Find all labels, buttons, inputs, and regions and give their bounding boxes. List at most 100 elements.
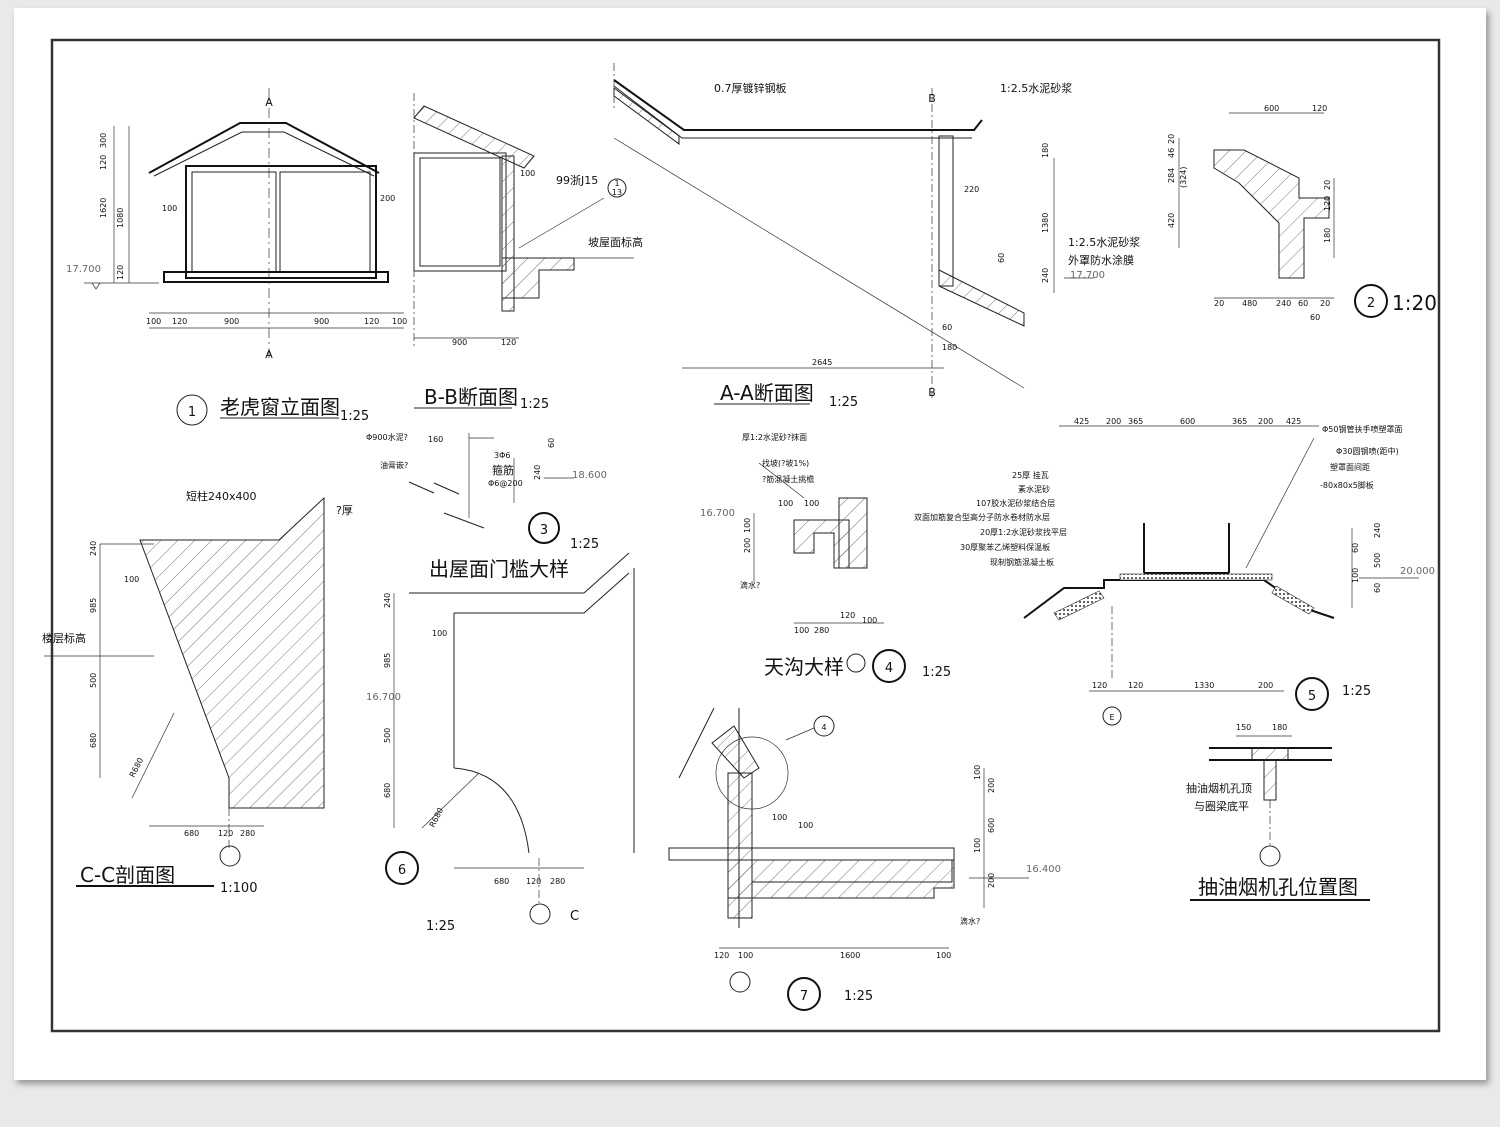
note-d5-r4: -80x80x5脚板 xyxy=(1320,480,1374,490)
dim-d2-15: 60 xyxy=(1310,313,1320,322)
detail-2 xyxy=(1178,112,1335,299)
dim-d4-3: 100 xyxy=(743,518,752,533)
note-d5-l6: 30厚聚苯乙烯塑料保温板 xyxy=(960,542,1050,552)
dim-d6-4: 680 xyxy=(383,783,392,798)
note-short-col: 短柱240x400 xyxy=(186,489,257,503)
dim-bb-2: 120 xyxy=(501,338,516,347)
detail-1-title: 老虎窗立面图 xyxy=(220,395,340,419)
dim-d5-top-6: 425 xyxy=(1286,417,1301,426)
ref-13-marker xyxy=(607,178,627,198)
dim-d4-5: 280 xyxy=(814,626,829,635)
dim-aa-4: 180 xyxy=(1041,143,1050,158)
dim-d1-h0: 100 xyxy=(146,317,161,326)
dim-aa-5: 1380 xyxy=(1041,213,1050,233)
note-d4-2: 找坡(?坡1%) xyxy=(762,458,809,468)
elevation-5: 20.000 xyxy=(1400,566,1435,577)
detail-6-scale: 1:25 xyxy=(426,919,455,934)
dim-d4-0: 100 xyxy=(778,499,793,508)
detail-2-scale: 1:20 xyxy=(1392,291,1437,315)
section-a-top: A xyxy=(265,96,273,109)
ref-13-top: 1 xyxy=(614,179,619,188)
detail-6-number: 6 xyxy=(398,863,406,878)
detail-3-scale: 1:25 xyxy=(570,537,599,552)
note-drip: 滴水? xyxy=(740,580,760,590)
dim-d2-10: 20 xyxy=(1214,299,1224,308)
detail-5-marker xyxy=(1295,677,1329,711)
dim-d5-side-1: 240 xyxy=(1373,523,1382,538)
elevation-6: 16.700 xyxy=(366,692,401,703)
axis-bubble-cc xyxy=(219,845,241,867)
dim-hood-1: 180 xyxy=(1272,723,1287,732)
detail-3-marker xyxy=(528,512,560,544)
detail-6-marker xyxy=(385,851,419,885)
dim-aa-2: 180 xyxy=(942,343,957,352)
dim-d2-13: 60 xyxy=(1298,299,1308,308)
dim-d6-1: 100 xyxy=(432,629,447,638)
dim-d1-h2: 900 xyxy=(224,317,239,326)
note-d3-3: 3Φ6 xyxy=(494,451,510,460)
note-d3-4: 箍筋 xyxy=(492,463,514,477)
detail-4-title: 天沟大样 xyxy=(764,655,844,679)
dim-d5-top-5: 200 xyxy=(1258,417,1273,426)
ref-4-marker xyxy=(813,715,835,737)
elevation-3: 18.600 xyxy=(572,470,607,481)
dim-cc-2: 985 xyxy=(89,598,98,613)
note-d5-l7: 现制钢筋混凝土板 xyxy=(990,557,1054,567)
dim-d7-1: 100 xyxy=(772,813,787,822)
dim-aa-0: 2645 xyxy=(812,358,832,367)
axis-e-label: E xyxy=(1109,713,1114,722)
dim-d7-0: 100 xyxy=(973,765,982,780)
detail-3-title: 出屋面门槛大样 xyxy=(429,557,569,581)
dim-d6-2: 985 xyxy=(383,653,392,668)
dim-d6-8: 280 xyxy=(550,877,565,886)
section-cc xyxy=(44,496,325,848)
note-zinc: 0.7厚镀锌钢板 xyxy=(714,81,787,95)
dim-d7-3: 200 xyxy=(987,778,996,793)
dim-cc-7: 120 xyxy=(218,829,233,838)
dim-d7-8: 100 xyxy=(738,951,753,960)
axis-bubble-d6 xyxy=(529,903,551,925)
note-slope-level: 坡屋面标高 xyxy=(588,235,643,249)
dim-d2-7: 20 xyxy=(1323,180,1332,190)
dim-d5-side-2: 100 xyxy=(1351,568,1360,583)
section-cc-scale: 1:100 xyxy=(220,881,257,896)
dim-d7-4: 600 xyxy=(987,818,996,833)
dim-d5-side-3: 500 xyxy=(1373,553,1382,568)
drawing-border xyxy=(50,38,1441,1033)
detail-5 xyxy=(1023,425,1419,692)
dim-d2-8: 120 xyxy=(1323,196,1332,211)
dim-d6-3: 500 xyxy=(383,728,392,743)
note-d5-l1: 25厚 挂瓦 xyxy=(1012,470,1049,480)
elevation-1: 17.700 xyxy=(66,264,101,275)
dim-cc-1: 100 xyxy=(124,575,139,584)
dim-d5-top-1: 200 xyxy=(1106,417,1121,426)
dim-bb-0: 100 xyxy=(520,169,535,178)
detail-3-number: 3 xyxy=(540,523,548,538)
dim-d5-top-3: 600 xyxy=(1180,417,1195,426)
dim-d4-7: 100 xyxy=(862,616,877,625)
drawing-canvas: A A 17.700 300 120 1620 1080 120 100 120… xyxy=(42,38,1441,1033)
detail-1-number: 1 xyxy=(188,405,196,420)
note-d5-r1: Φ50钢管扶手喷塑罩面 xyxy=(1322,424,1402,434)
dim-d5-bot-1: 120 xyxy=(1128,681,1143,690)
dim-d5-top-2: 365 xyxy=(1128,417,1143,426)
section-c-label: C xyxy=(570,909,579,924)
dim-d2-3: 46 xyxy=(1167,148,1176,158)
hood-hole-detail xyxy=(1209,735,1332,848)
dim-d5-bot-2: 1330 xyxy=(1194,681,1214,690)
dim-cc-8: 280 xyxy=(240,829,255,838)
dim-aa-7: 240 xyxy=(1041,268,1050,283)
dim-d1-v1: 120 xyxy=(99,155,108,170)
dim-aa-6: 60 xyxy=(997,253,1006,263)
dim-d5-top-4: 365 xyxy=(1232,417,1247,426)
dim-d2-2: 20 xyxy=(1167,134,1176,144)
dim-d5-bot-0: 120 xyxy=(1092,681,1107,690)
note-hood-1: 抽油烟机孔顶 xyxy=(1186,781,1252,795)
dim-d2-12: 240 xyxy=(1276,299,1291,308)
dim-d7-5: 100 xyxy=(973,838,982,853)
dim-d5-side-4: 60 xyxy=(1373,583,1382,593)
ref-4-label: 4 xyxy=(821,723,826,732)
dim-d1-v2: 1620 xyxy=(99,198,108,218)
dim-d3-1: 60 xyxy=(547,438,556,448)
note-d4-1: 厚1:2水泥砂?抹面 xyxy=(742,432,807,442)
